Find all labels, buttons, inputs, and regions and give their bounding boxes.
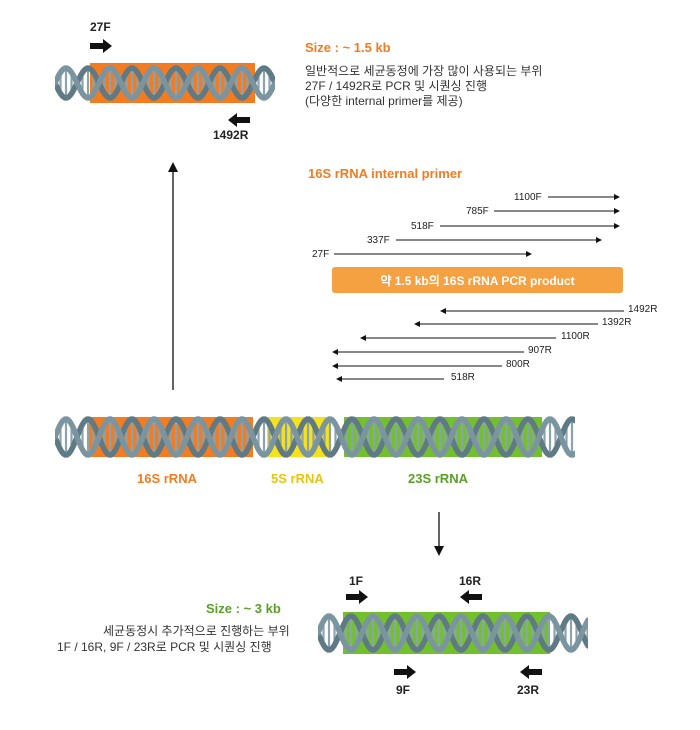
down-arrow <box>434 512 444 556</box>
primer-1492r: 1492R <box>628 304 658 315</box>
primer-518r: 518R <box>451 372 475 383</box>
primer-800r: 800R <box>506 359 530 370</box>
desc-top-line2: 27F / 1492R로 PCR 및 시퀀싱 진행 <box>305 79 487 93</box>
primer-16r-label: 16R <box>459 574 482 588</box>
primer-9f-label: 9F <box>396 683 411 697</box>
reverse-primers <box>332 308 624 382</box>
size-label-bottom: Size : ~ 3 kb <box>206 601 281 616</box>
desc-top-line1: 일반적으로 세균동정에 가장 많이 사용되는 부위 <box>305 64 543 78</box>
dna-operon <box>55 416 575 458</box>
primer-27f-label: 27F <box>90 20 111 34</box>
forward-arrow-icon <box>346 590 368 604</box>
reverse-arrow-icon <box>228 113 250 127</box>
dna-16s-top <box>55 63 275 103</box>
desc-top-line3: (다양한 internal primer를 제공) <box>305 94 463 108</box>
primer-1392r: 1392R <box>602 317 632 328</box>
size-label-top: Size : ~ 1.5 kb <box>305 40 391 55</box>
primer-23r-label: 23R <box>517 683 540 697</box>
desc-bottom-line1: 세균동정시 추가적으로 진행하는 부위 <box>103 624 290 638</box>
forward-primers <box>334 194 620 257</box>
primer-518f: 518F <box>411 221 434 232</box>
dna-23s-bottom <box>318 612 588 654</box>
primer-1492r-label: 1492R <box>213 128 249 142</box>
reverse-arrow-icon <box>520 665 542 679</box>
forward-arrow-icon <box>90 39 112 53</box>
primer-27f-internal: 27F <box>312 249 330 260</box>
primer-1100r: 1100R <box>561 331 590 342</box>
primer-337f: 337F <box>367 235 390 246</box>
internal-primer-title: 16S rRNA internal primer <box>308 166 463 181</box>
gene-23s-label: 23S rRNA <box>408 471 468 486</box>
gene-5s-label: 5S rRNA <box>271 471 324 486</box>
primer-785f: 785F <box>466 206 489 217</box>
primer-1f-label: 1F <box>349 574 364 588</box>
desc-bottom-line2: 1F / 16R, 9F / 23R로 PCR 및 시퀀싱 진행 <box>57 640 272 654</box>
reverse-arrow-icon <box>460 590 482 604</box>
forward-arrow-icon <box>394 665 416 679</box>
primer-907r: 907R <box>528 345 552 356</box>
gene-16s-label: 16S rRNA <box>137 471 197 486</box>
primer-1100f: 1100F <box>514 192 542 203</box>
pcr-product-bar: 약 1.5 kb의 16S rRNA PCR product <box>332 267 623 293</box>
up-arrow <box>168 162 178 390</box>
